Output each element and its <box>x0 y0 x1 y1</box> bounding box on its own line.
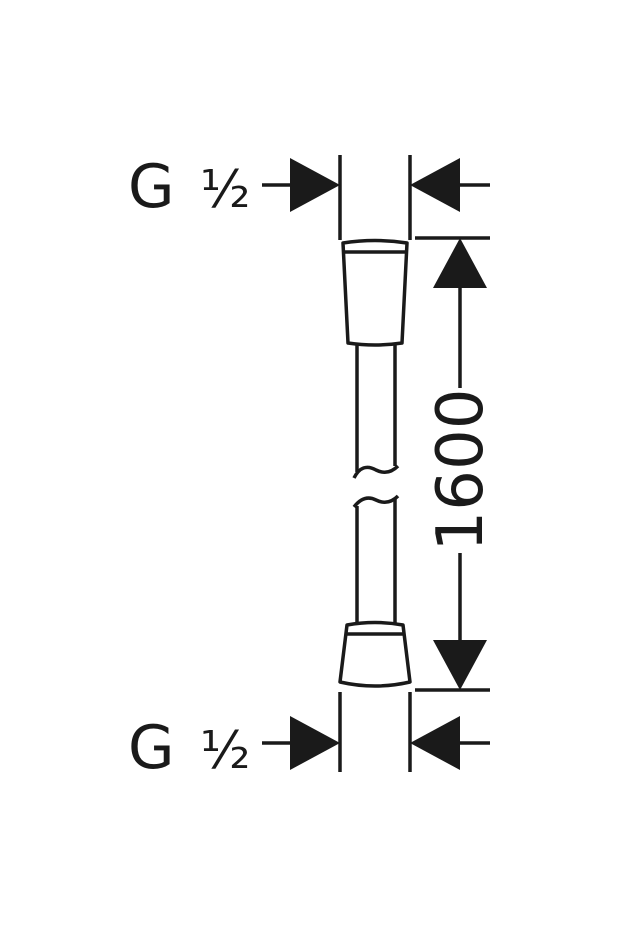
length-bottom-arrow-icon <box>433 640 487 690</box>
length-dimension: 1600 <box>415 236 498 692</box>
bottom-thread-letter: G <box>128 713 175 783</box>
hose-lower-segment <box>355 498 397 623</box>
bottom-width-dimension <box>262 692 490 772</box>
hose-break-lower <box>352 494 400 509</box>
top-width-dimension <box>262 155 490 240</box>
hose-upper-segment <box>355 345 397 472</box>
bottom-nut-body <box>338 620 412 688</box>
bottom-thread-label: G ½ <box>128 713 250 783</box>
top-thread-size: ½ <box>200 160 250 220</box>
bottom-right-arrow-icon <box>410 716 460 770</box>
hose-break-upper <box>352 464 400 479</box>
top-thread-letter: G <box>128 152 175 222</box>
bottom-thread-size: ½ <box>200 721 250 781</box>
length-dimension-label: 1600 <box>424 389 498 552</box>
length-top-arrow-icon <box>433 238 487 288</box>
top-right-arrow-icon <box>410 158 460 212</box>
bottom-left-arrow-icon <box>290 716 340 770</box>
bottom-fitting <box>338 620 412 688</box>
top-left-arrow-icon <box>290 158 340 212</box>
top-fitting <box>341 238 409 347</box>
top-nut-body <box>341 238 409 347</box>
top-thread-label: G ½ <box>128 152 250 222</box>
